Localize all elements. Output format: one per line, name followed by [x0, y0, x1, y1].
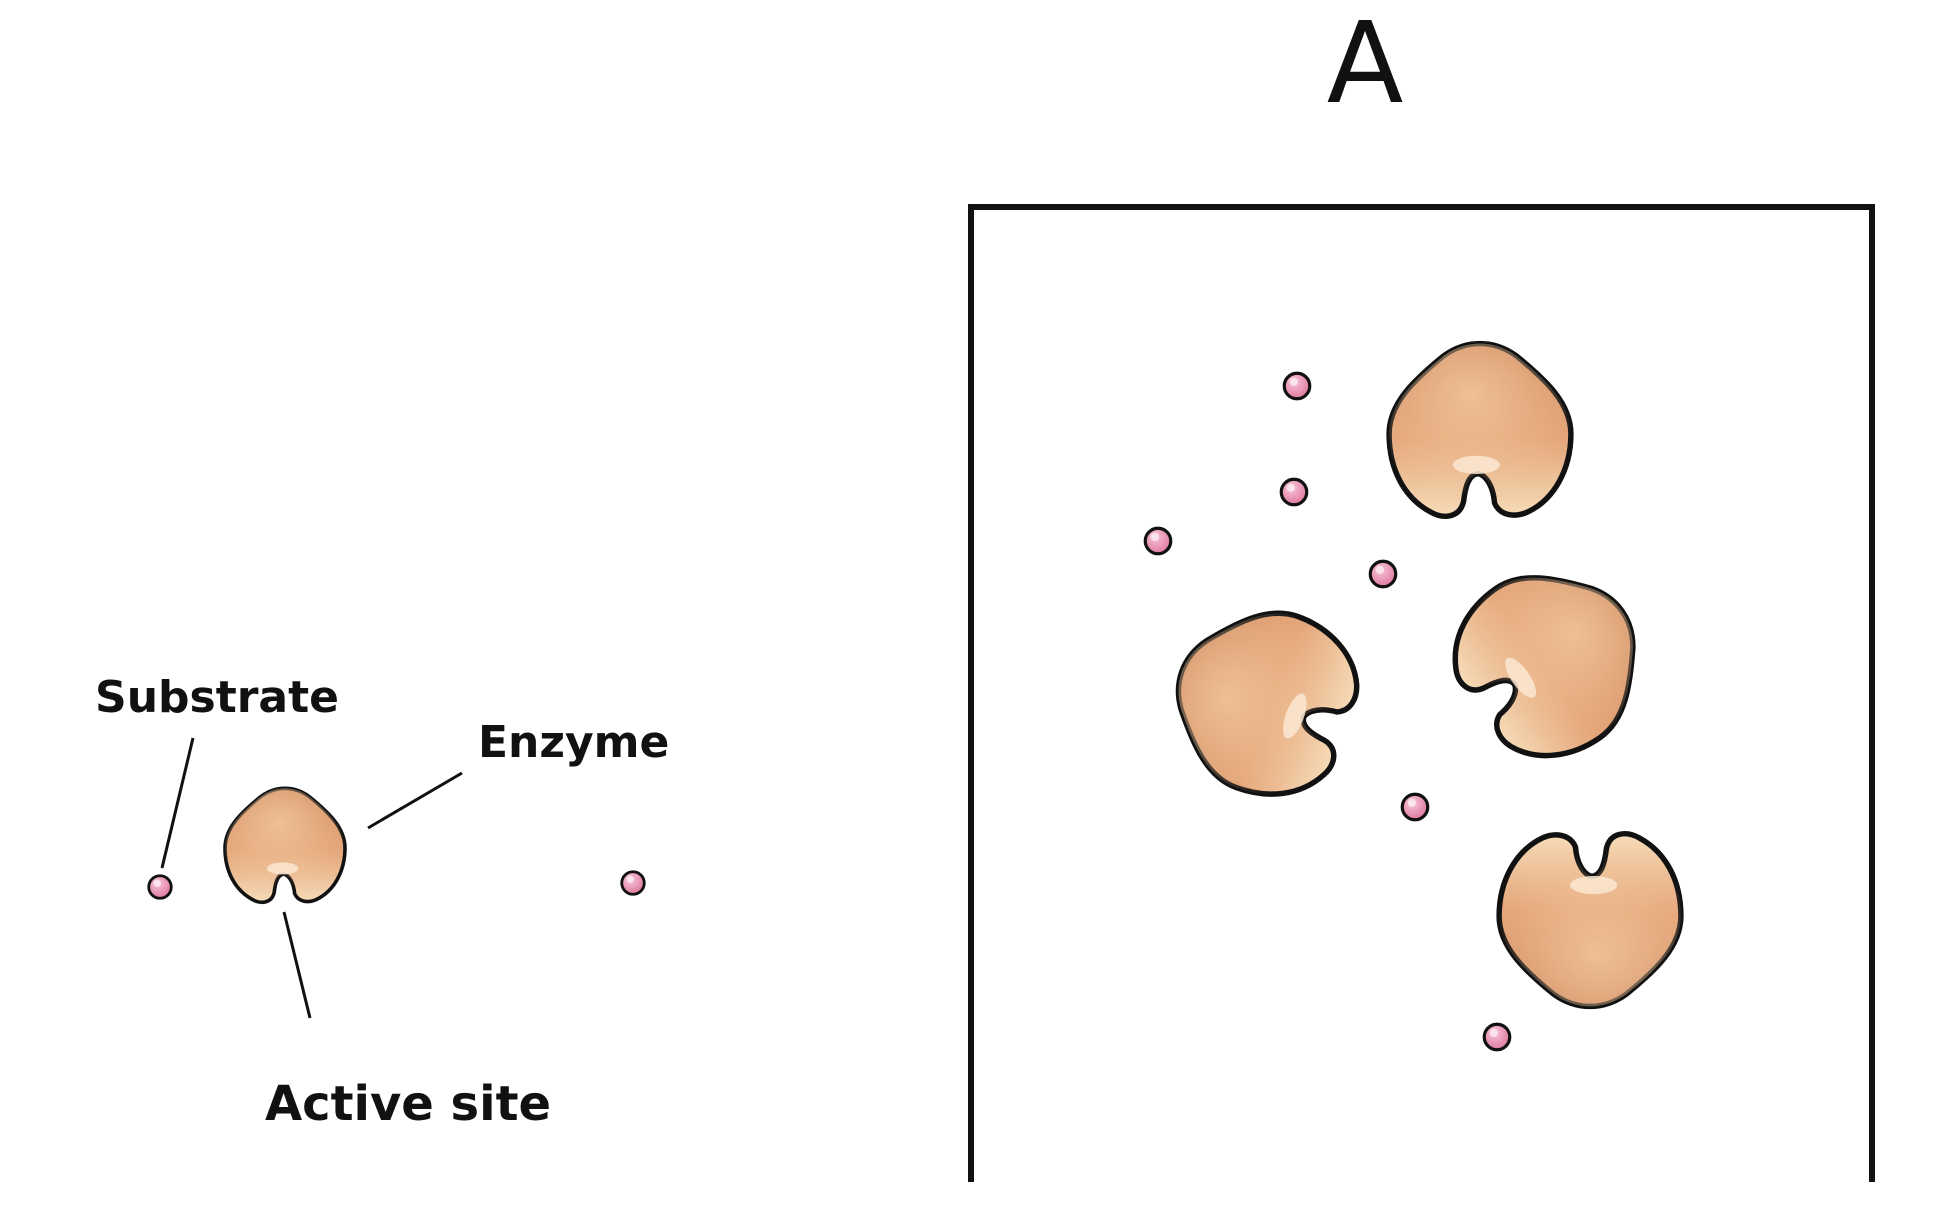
substrate-label: Substrate — [95, 672, 339, 723]
active-site-label: Active site — [265, 1076, 551, 1132]
substrate — [1400, 792, 1430, 822]
legend: Substrate Enzyme Active site — [95, 672, 669, 1132]
enzyme-leader-line — [367, 771, 463, 830]
active-site-leader-line — [282, 911, 312, 1019]
panel-a: A — [968, 0, 1875, 1182]
legend-enzyme — [225, 788, 345, 902]
substrate — [1368, 559, 1398, 589]
substrate — [1282, 371, 1312, 401]
substrate-leader-line — [160, 737, 195, 869]
legend-substrate-loose — [620, 870, 646, 896]
container-box — [968, 204, 1875, 1182]
substrate — [1482, 1022, 1512, 1052]
legend-substrate — [147, 874, 173, 900]
substrate — [1143, 526, 1173, 556]
enzyme — [1428, 537, 1674, 785]
substrate — [1279, 477, 1309, 507]
enzyme — [1389, 344, 1571, 517]
enzyme-label: Enzyme — [478, 717, 669, 768]
enzyme — [1499, 834, 1681, 1007]
panel-title: A — [1327, 0, 1404, 129]
enzyme — [1151, 586, 1375, 816]
